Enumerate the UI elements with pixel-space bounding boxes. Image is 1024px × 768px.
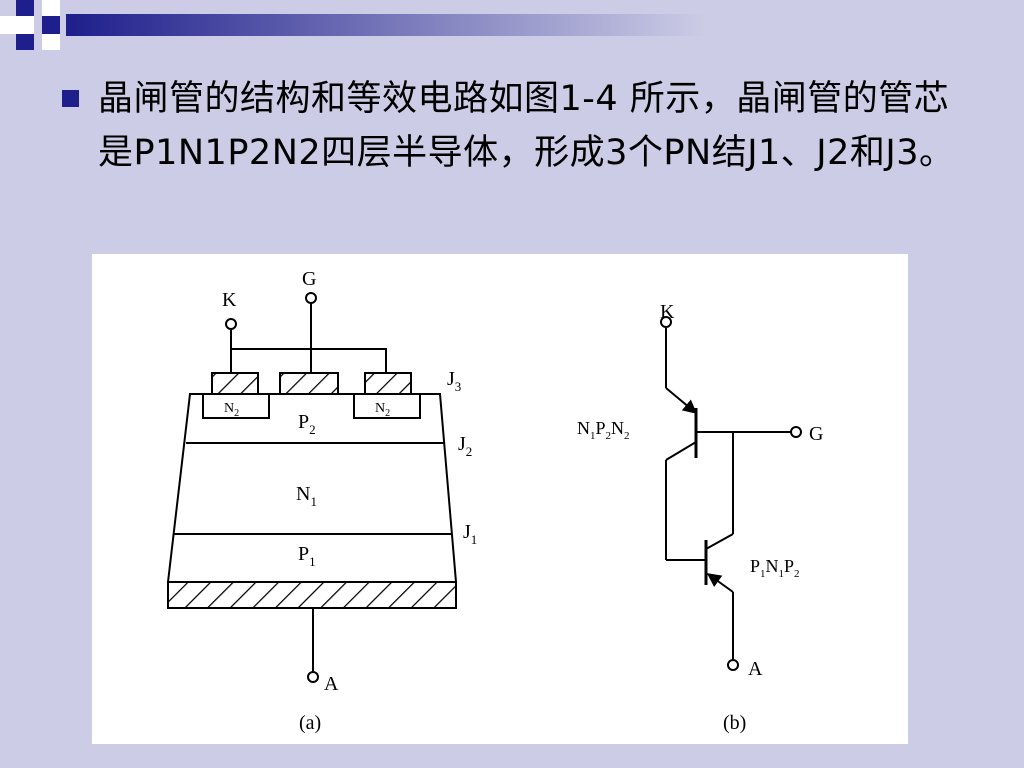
structure-diagram: [166, 292, 458, 683]
layer-p1-label: P1: [298, 543, 316, 569]
cathode-contact-left: [211, 372, 259, 395]
deco-square: [16, 34, 34, 50]
gradient-bar: [66, 14, 706, 36]
gate-contact: [279, 372, 339, 395]
thyristor-diagram: K G A N2 N2 P2 N1 P1 J3 J2 J1 (a): [166, 268, 823, 734]
terminal-a-label-b: A: [748, 658, 763, 680]
terminal-k-label-b: K: [660, 301, 675, 323]
terminal-k-label: K: [222, 289, 237, 311]
layer-n1-label: N1: [296, 483, 317, 509]
layer-p2-label: P2: [298, 411, 316, 437]
upper-transistor-label: N1P2N2: [577, 418, 630, 442]
bullet-text: 晶闸管的结构和等效电路如图1-4 所示，晶闸管的管芯是P1N1P2N2四层半导体…: [98, 79, 955, 173]
bullet-point: 晶闸管的结构和等效电路如图1-4 所示，晶闸管的管芯是P1N1P2N2四层半导体…: [62, 72, 962, 180]
junction-j2-label: J2: [458, 433, 472, 459]
anode-contact: [167, 581, 457, 609]
layer-n2-label-right: N2: [375, 401, 390, 419]
corner-decoration: [0, 0, 706, 50]
deco-square: [16, 0, 34, 16]
square-bullet-icon: [62, 90, 79, 107]
cathode-contact-right: [364, 372, 412, 395]
gate-terminal-b: [790, 426, 802, 438]
lower-transistor-label: P1N1P2: [750, 556, 800, 580]
gate-terminal: [305, 292, 317, 304]
n2-region-right: [353, 393, 421, 419]
deco-square: [42, 16, 60, 34]
lower-emitter: [706, 573, 734, 593]
lower-collector: [705, 533, 734, 550]
cathode-terminal: [225, 318, 237, 330]
caption-b: (b): [723, 712, 746, 734]
junction-j3-label: J3: [447, 368, 461, 394]
anode-terminal-b: [727, 659, 739, 671]
deco-square: [16, 16, 34, 34]
terminal-g-label: G: [302, 268, 316, 290]
terminal-a-label: A: [324, 673, 339, 695]
cathode-terminal-b: [660, 316, 672, 328]
deco-square: [0, 16, 16, 34]
junction-j1-label: J1: [463, 521, 477, 547]
layer-n2-label-left: N2: [224, 401, 239, 419]
anode-terminal: [307, 671, 319, 683]
thyristor-figure: K G A N2 N2 P2 N1 P1 J3 J2 J1 (a): [92, 254, 908, 744]
deco-square: [42, 34, 60, 50]
upper-emitter: [665, 387, 698, 414]
upper-collector: [665, 441, 697, 461]
caption-a: (a): [299, 712, 321, 734]
equivalent-circuit: [660, 316, 802, 671]
terminal-g-label-b: G: [809, 423, 823, 445]
n2-region-left: [202, 393, 270, 419]
cathode-wire: [230, 348, 387, 373]
deco-square: [42, 0, 60, 16]
